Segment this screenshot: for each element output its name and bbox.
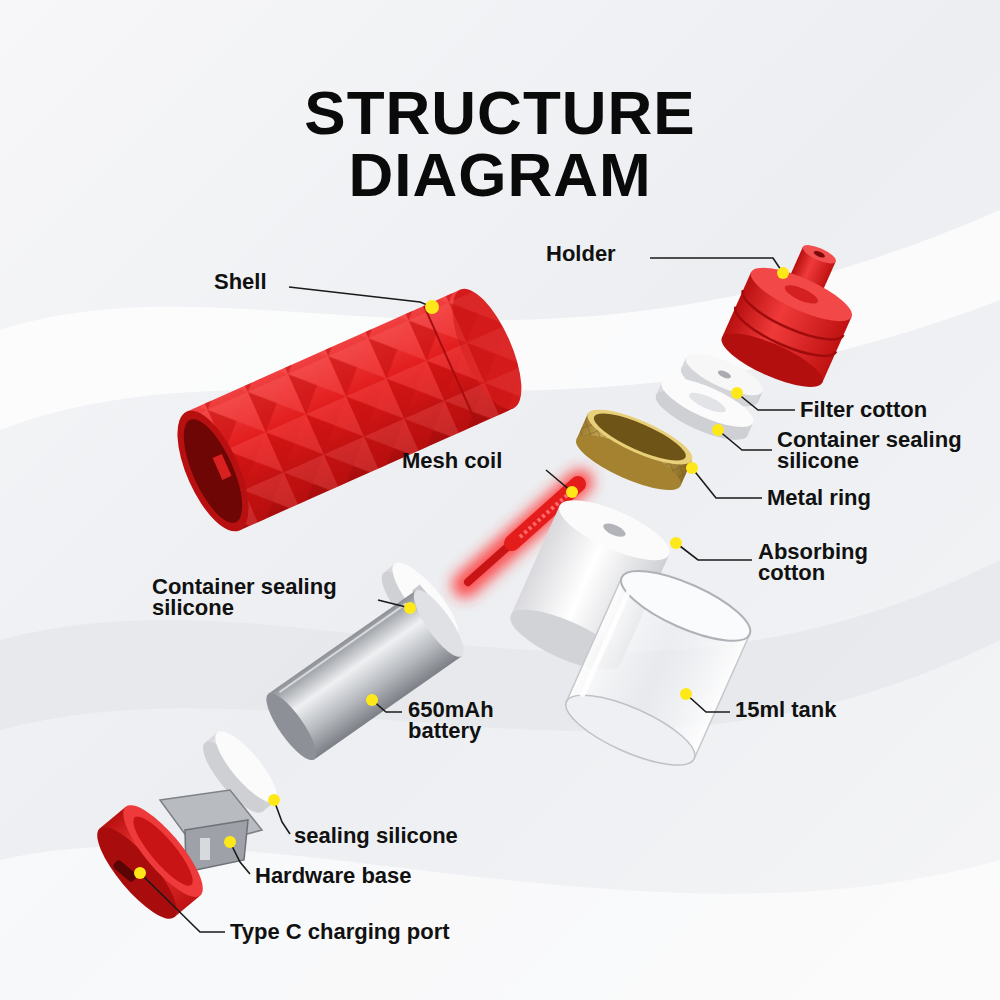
part-label: Container sealing silicone [152,577,357,619]
part-label: Hardware base [255,866,412,887]
diagram-title: STRUCTURE DIAGRAM [250,82,750,206]
part-label: Absorbing cotton [758,542,908,584]
part-label: Holder [546,244,616,265]
part-label: Container sealing silicone [777,430,982,472]
part-label: Shell [214,272,267,293]
part-label: 15ml tank [735,700,837,721]
part-label: Mesh coil [402,451,502,472]
part-label: Filter cotton [800,400,927,421]
part-label: Type C charging port [230,922,450,943]
callout-dots [134,267,789,879]
part-label: 650mAh battery [408,700,528,742]
part-label: sealing silicone [294,826,458,847]
part-label: Metal ring [767,488,871,509]
leader-lines [140,258,795,932]
